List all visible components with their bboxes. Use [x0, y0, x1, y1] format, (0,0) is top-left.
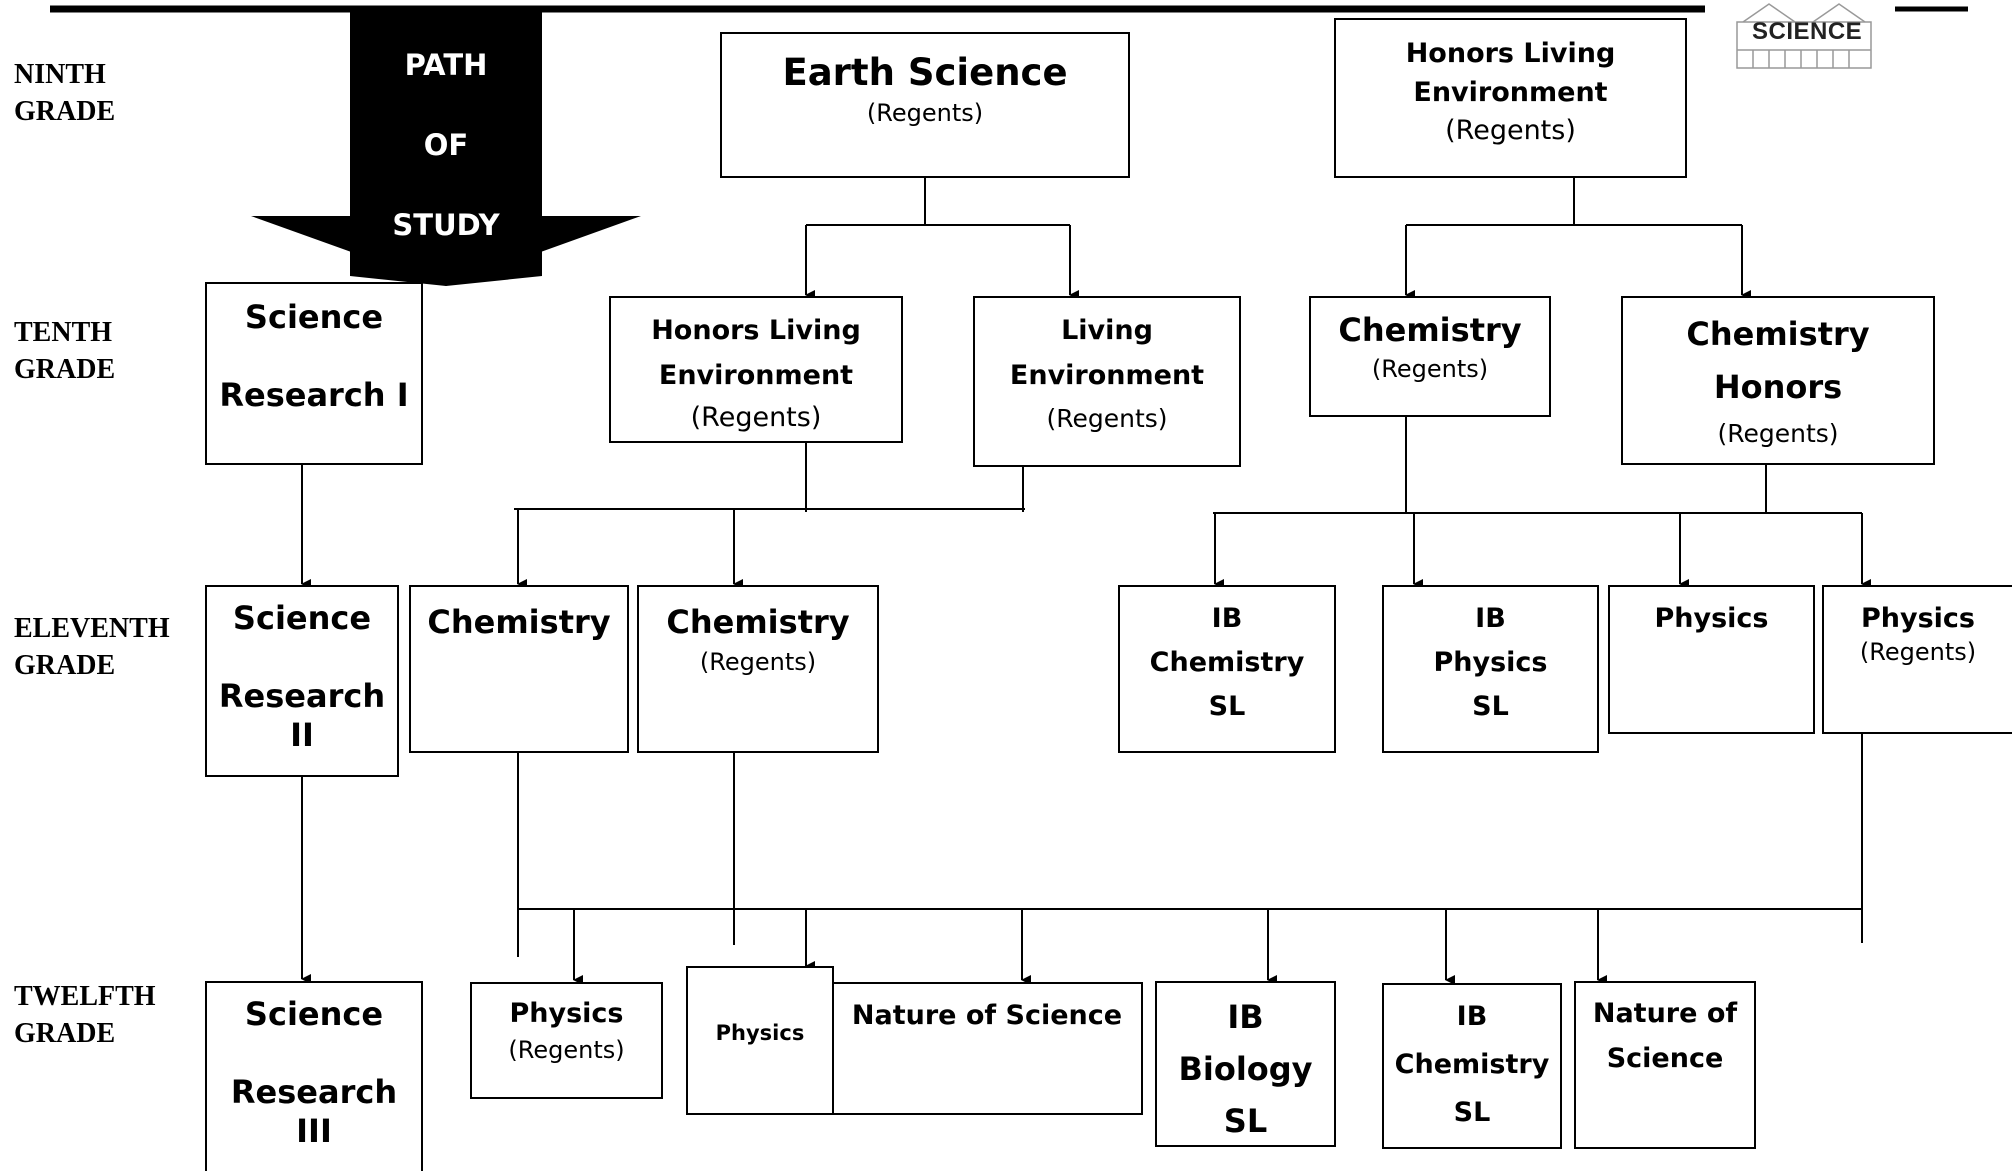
course-science-research-1: Science Research I	[205, 282, 423, 465]
grade-label-eleventh: ELEVENTH GRADE	[14, 613, 170, 681]
grade-label-ninth: NINTH GRADE	[14, 59, 116, 127]
path-label-1: PATH	[404, 48, 488, 82]
course-chemistry-regents-10: Chemistry (Regents)	[1309, 296, 1551, 417]
course-ib-physics-sl-11: IB Physics SL	[1382, 585, 1599, 753]
logo-text: SCIENCE	[1752, 18, 1863, 45]
course-nature-of-science-12a: Nature of Science	[831, 982, 1143, 1115]
course-physics-regents-12: Physics (Regents)	[470, 982, 663, 1099]
course-honors-living-environment-9: Honors Living Environment (Regents)	[1334, 18, 1687, 178]
path-label-3: STUDY	[392, 208, 500, 242]
science-building-logo	[1736, 3, 1872, 69]
course-science-research-2: Science Research II	[205, 585, 399, 777]
course-physics-12: Physics	[686, 966, 834, 1115]
course-ib-biology-sl-12: IB Biology SL	[1155, 981, 1336, 1147]
course-nature-of-science-12b: Nature of Science	[1574, 981, 1756, 1149]
course-physics-regents-11: Physics (Regents)	[1822, 585, 2012, 734]
path-of-study-arrow	[251, 8, 641, 286]
course-science-research-3: Science Research III	[205, 981, 423, 1171]
course-earth-science: Earth Science (Regents)	[720, 32, 1130, 178]
course-physics-11: Physics	[1608, 585, 1815, 734]
course-ib-chemistry-sl-12: IB Chemistry SL	[1382, 983, 1562, 1149]
grade-label-tenth: TENTH GRADE	[14, 317, 116, 385]
course-honors-living-environment-10: Honors Living Environment (Regents)	[609, 296, 903, 443]
path-label-2: OF	[423, 128, 469, 162]
course-ib-chemistry-sl-11: IB Chemistry SL	[1118, 585, 1336, 753]
course-chemistry-honors-10: Chemistry Honors (Regents)	[1621, 296, 1935, 465]
course-chemistry-regents-11: Chemistry (Regents)	[637, 585, 879, 753]
grade-label-twelfth: TWELFTH GRADE	[14, 981, 156, 1049]
course-chemistry-11: Chemistry	[409, 585, 629, 753]
course-living-environment-10: Living Environment (Regents)	[973, 296, 1241, 467]
